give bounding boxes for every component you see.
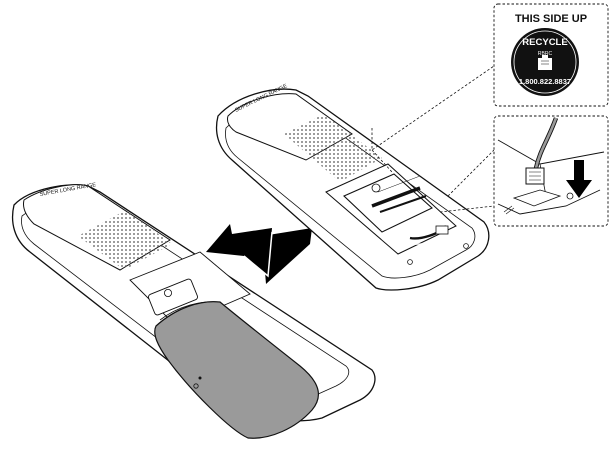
callout-connector	[493, 115, 609, 227]
seal-mid-text: RBRC	[538, 51, 553, 57]
callout-leader-lines	[371, 65, 495, 213]
handset-right: SUPER LONG RANGE	[215, 83, 490, 291]
battery-pack	[343, 173, 433, 233]
seal-phone-text: 1.800.822.8837	[519, 77, 571, 86]
speaker-grille-right	[284, 114, 382, 182]
speaker-grille-left	[78, 210, 172, 270]
battery-icon	[148, 278, 198, 316]
insert-down-arrow-icon	[566, 160, 592, 198]
slide-arrow-icon	[206, 224, 312, 284]
seal-top-text: RECYCLE	[522, 37, 567, 48]
handset-left: SUPER LONG RANGE	[11, 182, 376, 439]
this-side-up-label: THIS SIDE UP	[515, 13, 587, 25]
battery-cover	[154, 301, 319, 439]
callout-this-side-up: THIS SIDE UP RECYCLE RBRC 1.800.822.8837	[493, 3, 609, 107]
recycle-seal-icon: RECYCLE RBRC 1.800.822.8837	[511, 28, 579, 96]
